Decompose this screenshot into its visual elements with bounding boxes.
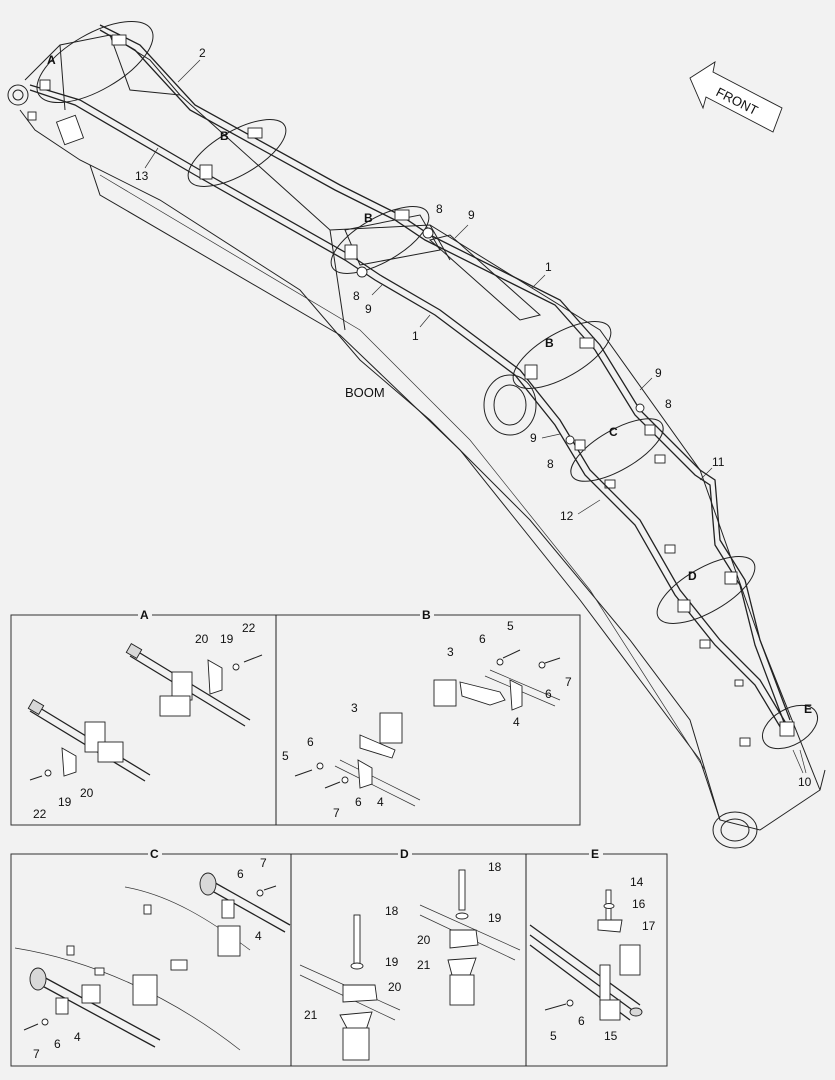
callout-8-3: 8 [665, 397, 672, 411]
label-b-3-2: 3 [351, 701, 358, 715]
label-d-19-2: 19 [488, 911, 502, 925]
label-c-4-1: 4 [255, 929, 262, 943]
callout-b-1: B [220, 129, 229, 143]
panel-cde-frame [10, 853, 668, 1067]
label-a-22-2: 22 [33, 807, 47, 821]
panel-c-title: C [150, 847, 159, 861]
label-b-3-1: 3 [447, 645, 454, 659]
label-d-19-1: 19 [385, 955, 399, 969]
label-e-15: 15 [604, 1029, 618, 1043]
callout-10: 10 [798, 775, 812, 789]
callout-a: A [47, 53, 56, 67]
label-d-18-2: 18 [488, 860, 502, 874]
callout-b-2: B [364, 211, 373, 225]
label-b-5-2: 5 [282, 749, 289, 763]
label-b-4-2: 4 [377, 795, 384, 809]
panel-e-drawing: 14 16 17 5 6 15 [529, 875, 656, 1043]
front-arrow: FRONT [689, 61, 783, 133]
callout-12: 12 [560, 509, 574, 523]
panel-d-drawing: 18 19 20 21 18 19 20 21 [299, 860, 521, 1061]
callout-e: E [804, 702, 812, 716]
callout-9-3: 9 [655, 366, 662, 380]
label-b-6-3: 6 [307, 735, 314, 749]
main-callouts: A 2 B 13 B 8 9 8 9 1 1 B 9 8 9 C 8 11 12… [47, 46, 812, 789]
label-b-6-4: 6 [355, 795, 362, 809]
label-d-18-1: 18 [385, 904, 399, 918]
callout-9-2: 9 [365, 302, 372, 316]
panel-b-drawing: 5 6 3 6 7 4 3 5 6 6 7 4 [282, 619, 572, 820]
label-a-19-2: 19 [58, 795, 72, 809]
label-b-4-1: 4 [513, 715, 520, 729]
label-e-14: 14 [630, 875, 644, 889]
callout-b-3: B [545, 336, 554, 350]
callout-c: C [609, 425, 618, 439]
label-e-17: 17 [642, 919, 656, 933]
label-b-5-1: 5 [507, 619, 514, 633]
panel-a-drawing: 20 19 22 20 19 22 [27, 621, 263, 821]
callout-1-2: 1 [412, 329, 419, 343]
label-e-6: 6 [578, 1014, 585, 1028]
callout-11: 11 [712, 455, 725, 469]
label-a-19-1: 19 [220, 632, 234, 646]
callout-2: 2 [199, 46, 206, 60]
label-c-4-2: 4 [74, 1030, 81, 1044]
panel-c-drawing: 7 6 4 7 6 4 [14, 856, 291, 1061]
callout-d: D [688, 569, 697, 583]
callout-8-2: 8 [353, 289, 360, 303]
label-c-7-1: 7 [260, 856, 267, 870]
panel-ab-frame [10, 614, 581, 826]
panel-d-title: D [400, 847, 409, 861]
callout-9-4: 9 [530, 431, 537, 445]
main-clamps [39, 34, 795, 737]
label-b-6-1: 6 [479, 632, 486, 646]
hydraulic-pipes [29, 24, 791, 736]
detail-circles [36, 20, 818, 750]
label-e-5: 5 [550, 1029, 557, 1043]
label-a-20-2: 20 [80, 786, 94, 800]
boom-drawing [7, 34, 826, 849]
callout-8-4: 8 [547, 457, 554, 471]
label-b-7-1: 7 [565, 675, 572, 689]
callout-13: 13 [135, 169, 149, 183]
label-d-21-2: 21 [417, 958, 431, 972]
label-c-6-1: 6 [237, 867, 244, 881]
panel-b-title: B [422, 608, 431, 622]
callout-1-1: 1 [545, 260, 552, 274]
callout-8-1: 8 [436, 202, 443, 216]
label-b-6-2: 6 [545, 687, 552, 701]
callout-9-1: 9 [468, 208, 475, 222]
label-d-20-2: 20 [417, 933, 431, 947]
label-d-21-1: 21 [304, 1008, 318, 1022]
panel-e-title: E [591, 847, 599, 861]
panel-a-title: A [140, 608, 149, 622]
label-c-7-2: 7 [33, 1047, 40, 1061]
label-c-6-2: 6 [54, 1037, 61, 1051]
label-e-16: 16 [632, 897, 646, 911]
label-b-7-2: 7 [333, 806, 340, 820]
label-a-22-1: 22 [242, 621, 256, 635]
label-d-20-1: 20 [388, 980, 402, 994]
label-a-20-1: 20 [195, 632, 209, 646]
boom-label: BOOM [345, 385, 385, 400]
